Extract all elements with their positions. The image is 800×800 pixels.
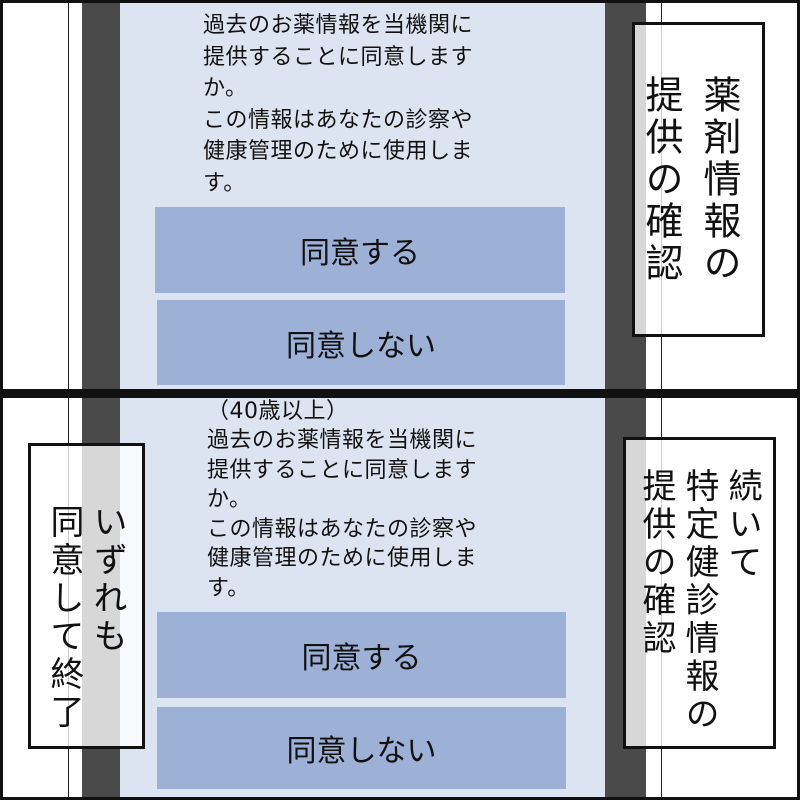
caption-box-left: いずれも 同意して終了 [28, 443, 145, 749]
caption-text: 続いて 特定健診情報の 提供の確認 [636, 468, 762, 734]
age-note: （40歳以上） [207, 399, 349, 424]
consent-message: 過去のお薬情報を当機関に 提供することに同意します か。 この情報はあなたの診察… [203, 13, 474, 196]
divider-line [68, 0, 69, 392]
phone-bezel-left [82, 0, 120, 392]
agree-button[interactable]: 同意する [155, 207, 565, 293]
caption-box-right: 続いて 特定健診情報の 提供の確認 [623, 437, 776, 749]
caption-box: 薬剤情報の 提供の確認 [632, 22, 765, 337]
caption-text: 薬剤情報の 提供の確認 [639, 75, 741, 285]
disagree-button[interactable]: 同意しない [157, 300, 565, 385]
panel-medication-consent: 過去のお薬情報を当機関に 提供することに同意します か。 この情報はあなたの診察… [0, 0, 800, 392]
consent-message: 過去のお薬情報を当機関に 提供することに同意します か。 この情報はあなたの診察… [207, 428, 478, 601]
caption-text: いずれも 同意して終了 [44, 504, 127, 732]
panel-health-checkup-consent: （40歳以上） 過去のお薬情報を当機関に 提供することに同意します か。 この情… [0, 395, 800, 800]
disagree-button[interactable]: 同意しない [157, 707, 566, 789]
panel-separator [0, 391, 800, 396]
agree-button[interactable]: 同意する [157, 612, 566, 698]
